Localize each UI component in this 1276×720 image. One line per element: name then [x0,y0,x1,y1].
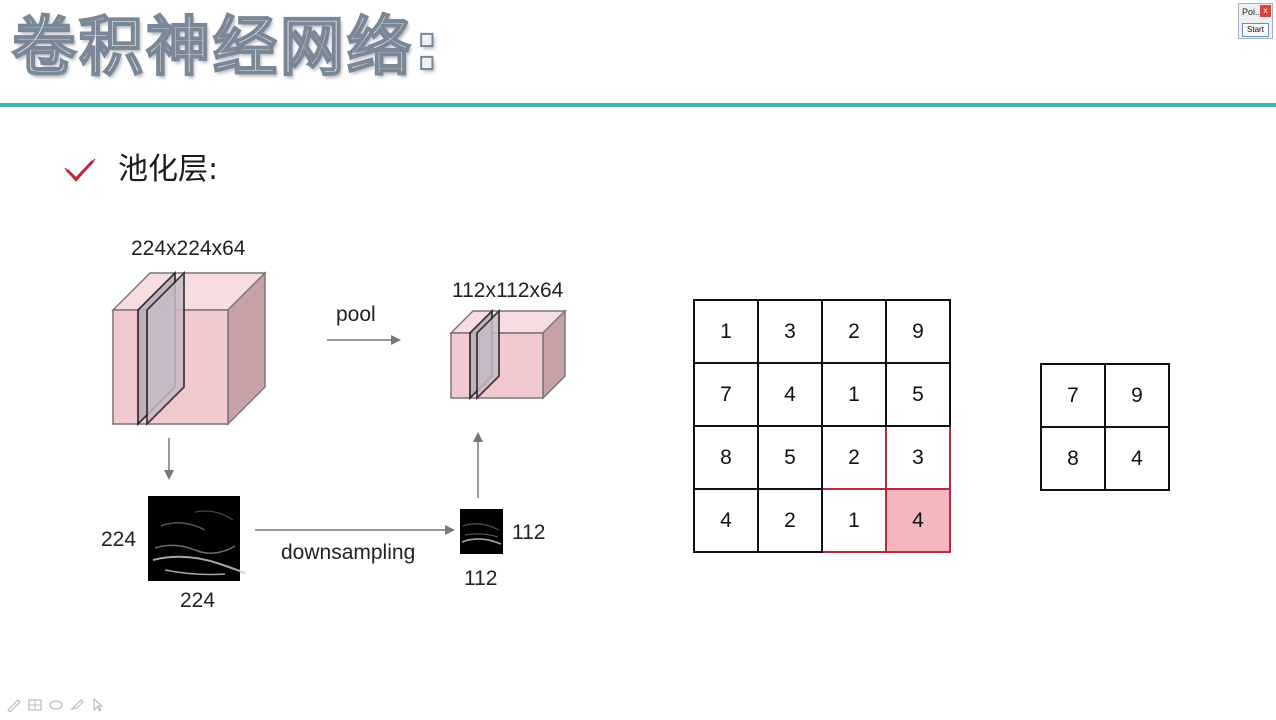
grid-cell: 4 [693,488,759,553]
grid-row: 7 9 [1040,363,1170,428]
pointer-tool-window[interactable]: Poi... x Start [1238,3,1273,39]
grid-cell: 7 [1040,363,1106,428]
grid-cell: 3 [757,299,823,364]
highlighter-icon[interactable] [69,698,85,712]
grid-row: 4 2 1 4 [693,488,951,553]
pool-label: pool [336,303,376,326]
grid-cell: 5 [757,425,823,490]
slide-title: 卷积神经网络: [11,10,443,86]
grid-cell: 7 [693,362,759,427]
grid-cell-highlighted: 2 [821,425,887,490]
grid-cell: 2 [821,299,887,364]
input-width-label: 224 [180,589,216,612]
grid-row: 7 4 1 5 [693,362,951,427]
pointer-tool-title: Poi... [1242,7,1263,17]
arrow-up-icon [473,432,483,442]
output-grid: 7 9 8 4 [1040,363,1170,491]
downsampling-label: downsampling [281,541,416,564]
arrow-right-icon [391,335,401,345]
grid-cell: 9 [885,299,951,364]
grid-cell: 1 [821,362,887,427]
grid-cell: 8 [693,425,759,490]
close-button[interactable]: x [1260,5,1271,17]
grid-cell: 1 [693,299,759,364]
grid-icon[interactable] [27,698,43,712]
cursor-icon[interactable] [90,698,106,712]
output-volume-label: 112x112x64 [452,279,564,302]
pen-icon[interactable] [6,698,22,712]
grid-row: 8 5 2 3 [693,425,951,490]
input-volume-label: 224x224x64 [131,237,246,260]
grid-row: 8 4 [1040,426,1170,491]
output-height-label: 112 [512,521,546,544]
arrow-right-icon [445,525,455,535]
output-width-label: 112 [464,567,498,590]
eraser-icon[interactable] [48,698,64,712]
feature-map-image-large [148,496,246,581]
input-height-label: 224 [101,528,137,551]
grid-cell-highlighted: 1 [821,488,887,553]
output-volume [449,308,567,401]
input-volume [111,270,267,427]
grid-cell: 4 [757,362,823,427]
feature-map-image-small [460,509,503,554]
grid-cell: 8 [1040,426,1106,491]
grid-row: 1 3 2 9 [693,299,951,364]
grid-cell-max: 4 [885,488,951,553]
input-grid: 1 3 2 9 7 4 1 5 8 5 2 3 4 2 1 4 [693,299,951,553]
grid-cell: 2 [757,488,823,553]
grid-cell: 5 [885,362,951,427]
grid-cell: 9 [1104,363,1170,428]
grid-cell-highlighted: 3 [885,425,951,490]
slideshow-toolbar [6,698,106,712]
arrow-down-icon [164,470,174,480]
bullet-heading: 池化层: [118,152,219,187]
title-divider [0,103,1276,107]
grid-cell: 4 [1104,426,1170,491]
pooling-diagram [111,270,567,581]
start-button[interactable]: Start [1242,23,1269,37]
checkmark-icon [64,158,96,182]
